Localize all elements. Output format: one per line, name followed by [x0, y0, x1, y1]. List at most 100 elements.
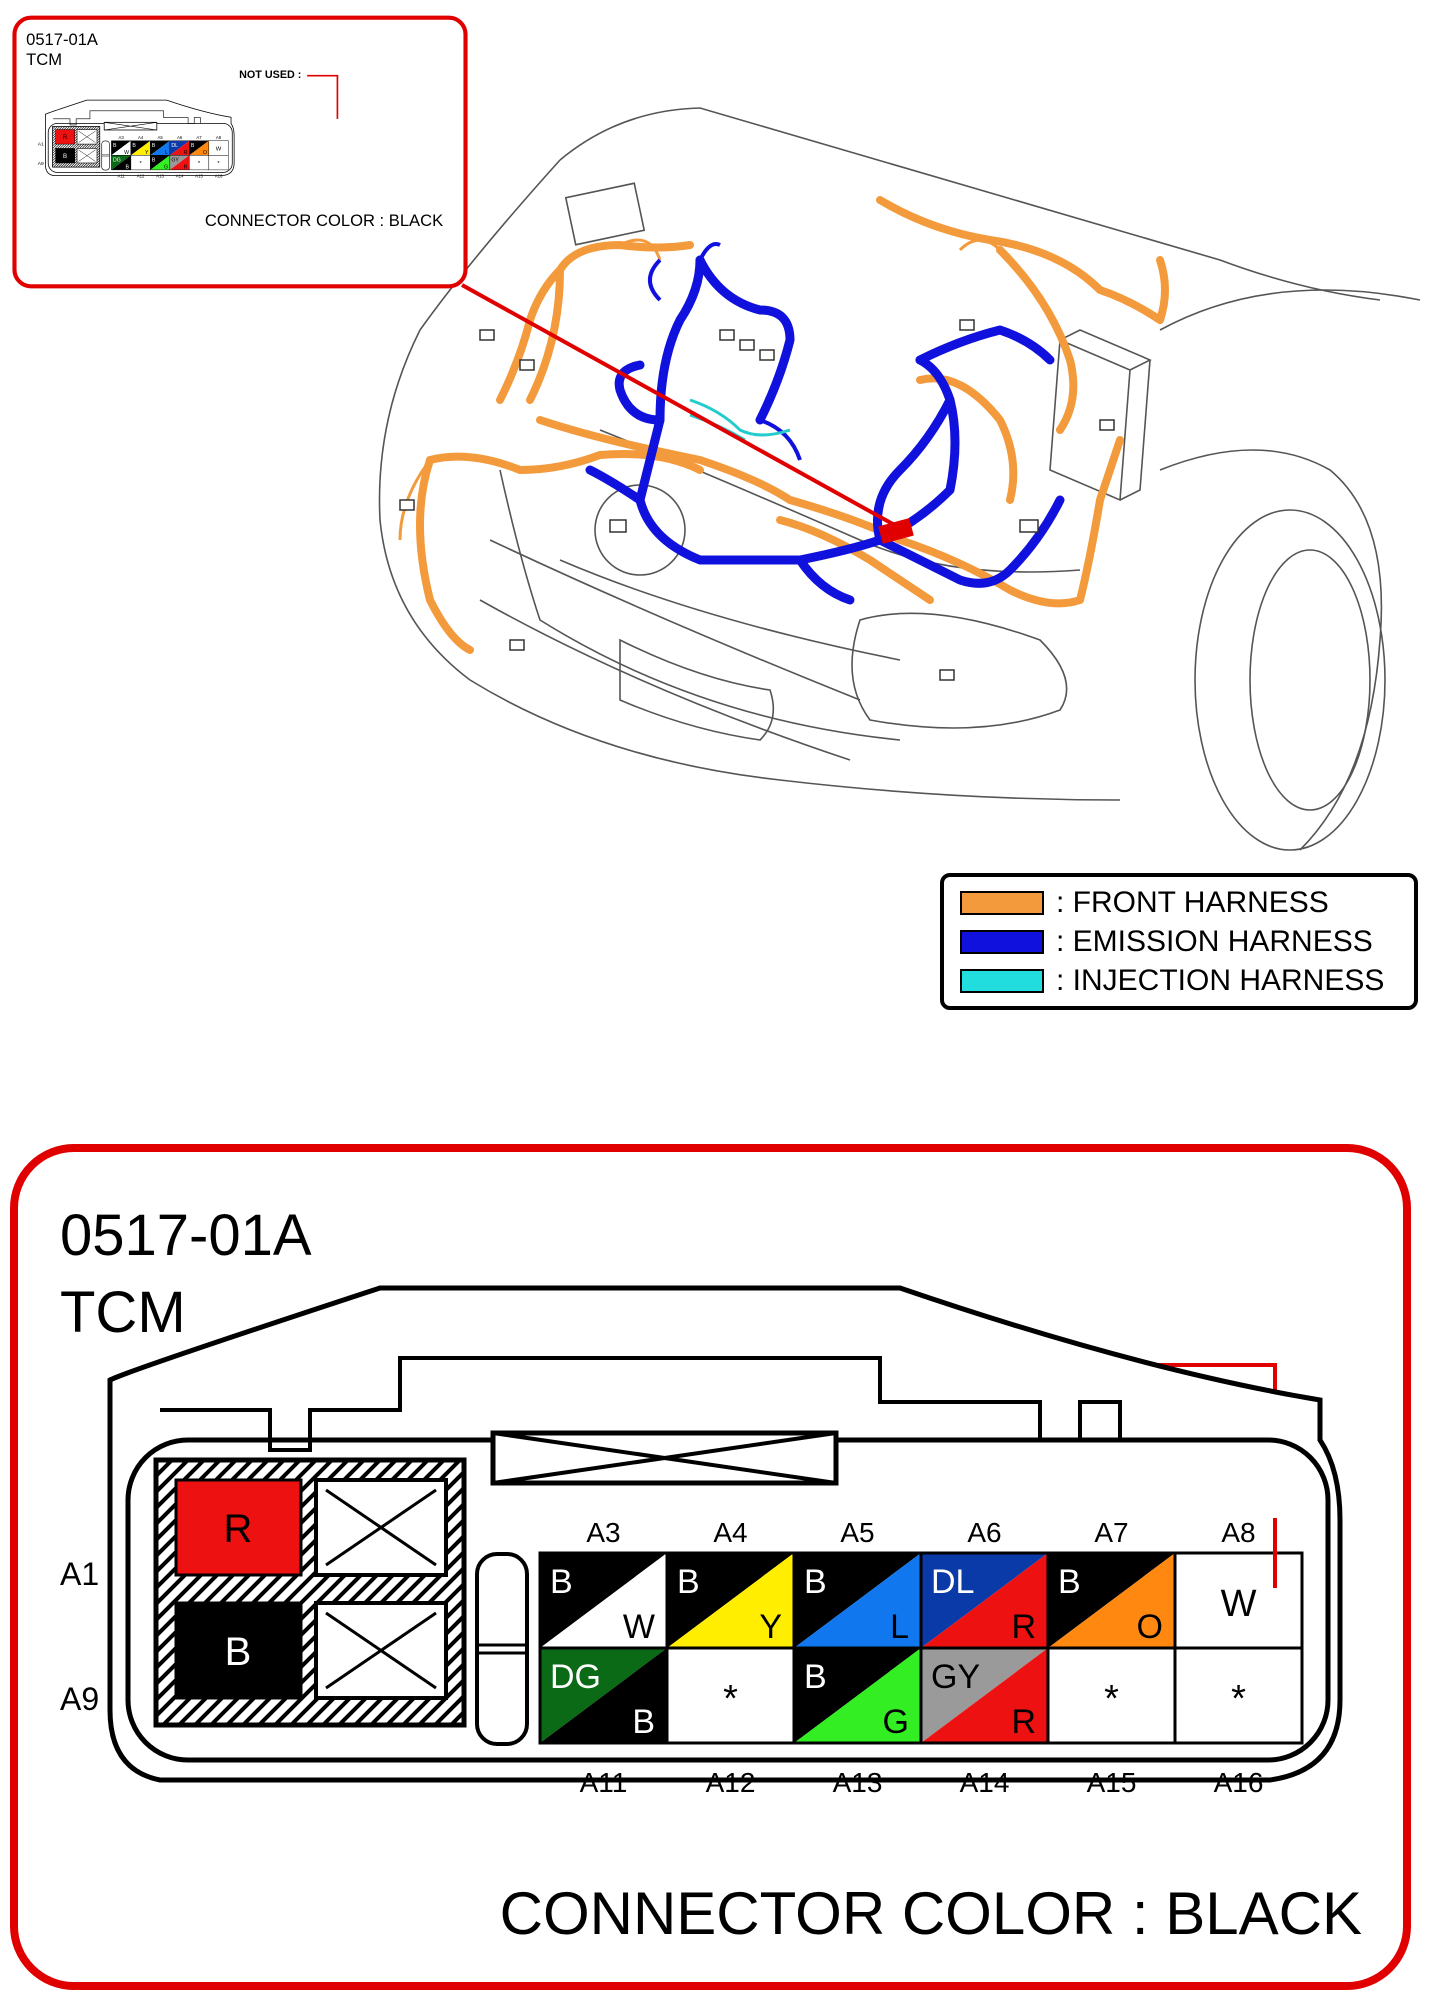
pin-stripe-label: G	[883, 1703, 909, 1741]
legend-label: : EMISSION HARNESS	[1056, 925, 1373, 958]
pin-stripe-label: R	[184, 164, 188, 170]
pin-cell-a12: *	[665, 1646, 796, 1745]
pin-stripe-label: R	[1011, 1703, 1036, 1741]
pin-stripe-color	[150, 140, 170, 156]
pin-number: A7	[196, 135, 202, 140]
big-cell-label: R	[63, 134, 68, 141]
pin-stripe-label: L	[890, 1608, 909, 1646]
connector-latch-cross	[104, 122, 157, 131]
legend-item-injection-harness: : INJECTION HARNESS	[960, 964, 1384, 998]
pin-cell-label: *	[217, 161, 220, 167]
front-harness-swatch	[960, 891, 1044, 915]
pin-cell-a3: BW	[111, 140, 132, 156]
pin-cell-a15: *	[1046, 1646, 1177, 1745]
pin-base-color	[169, 155, 190, 170]
pin-cell-a3: BW	[538, 1551, 669, 1650]
pin-stripe-label: G	[164, 164, 168, 170]
pin-number: A8	[216, 135, 222, 140]
pin-number: A4	[713, 1517, 747, 1548]
pin-base-label: B	[1058, 1563, 1081, 1601]
pin-base-label: B	[152, 157, 156, 163]
pin-stripe-color	[921, 1553, 1048, 1648]
connector-code: 0517-01A	[60, 1203, 312, 1268]
pin-base-label: DG	[550, 1658, 601, 1696]
pin-stripe-label: R	[184, 150, 188, 156]
pin-stripe-color	[794, 1553, 921, 1648]
pin-base-label: B	[113, 143, 117, 149]
pin-stripe-color	[921, 1648, 1048, 1743]
pin-stripe-color	[111, 155, 131, 170]
pin-stripe-label: L	[165, 150, 168, 156]
pin-cell-label: *	[198, 161, 201, 167]
pin-stripe-color	[794, 1648, 921, 1743]
connector-key-outline	[160, 1356, 1122, 1452]
engine-bay-illustration	[378, 107, 1421, 851]
pin-base-label: B	[804, 1658, 827, 1696]
pin-cell-label: *	[723, 1678, 738, 1720]
small-not-used-label: NOT USED :	[239, 69, 301, 81]
pin-stripe-color	[169, 155, 190, 170]
legend-label: : INJECTION HARNESS	[1056, 964, 1385, 997]
pin-base-label: DL	[171, 143, 178, 149]
pin-cell-a14: GY R	[169, 155, 190, 170]
big-cell-label: R	[224, 1507, 253, 1551]
emission-harness-swatch	[960, 930, 1044, 954]
pin-stripe-color	[111, 140, 131, 156]
pin-cell-a12: *	[130, 155, 151, 171]
pin-number: A13	[156, 173, 164, 178]
pin-cell-a11: DG B	[111, 155, 132, 170]
pin-cell-a16: *	[208, 155, 229, 171]
pin-base-label: DG	[113, 157, 121, 163]
pin-stripe-label: W	[124, 150, 129, 156]
empty-cavity-cross	[78, 149, 96, 162]
pin-base-label: GY	[171, 157, 179, 163]
pin-base-label: B	[191, 143, 195, 149]
pin-number: A15	[195, 173, 203, 178]
legend-item-front-harness: : FRONT HARNESS	[960, 886, 1329, 920]
pin-number: A16	[1214, 1767, 1264, 1798]
pin-stripe-label: R	[1011, 1608, 1036, 1646]
pin-number: A6	[177, 135, 183, 140]
pin-stripe-label: B	[632, 1703, 655, 1741]
connector-color-label: CONNECTOR COLOR : BLACK	[500, 1880, 1362, 1947]
pin-number: A12	[706, 1767, 756, 1798]
pin-number: A12	[137, 173, 145, 178]
pin-cell-a7: BO	[1046, 1551, 1177, 1650]
pin-cell-label: W	[216, 146, 222, 152]
pin-base-color	[169, 140, 190, 156]
pin-cell-a5: BL	[792, 1551, 923, 1650]
pin-cell-a13: BG	[150, 155, 171, 170]
separator-lines	[477, 1643, 527, 1655]
pin-number: A13	[833, 1767, 883, 1798]
connector-separator	[101, 140, 110, 171]
pin-number: A16	[215, 173, 223, 178]
connector-separator	[475, 1552, 529, 1746]
pin-cell-a16: *	[1173, 1646, 1304, 1745]
pin-number: A7	[1094, 1517, 1128, 1548]
pin-number: A14	[176, 173, 184, 178]
pin-cell-label: *	[139, 161, 142, 167]
empty-cavity-cross	[325, 1611, 437, 1690]
empty-cavity-cross	[78, 130, 96, 143]
pin-base-label: B	[677, 1563, 700, 1601]
pin-stripe-color	[540, 1648, 667, 1743]
connector-callout-small: 0517-01A TCM NOT USED : RBA1A9BWBYBLDLRB…	[12, 15, 468, 289]
pin-stripe-color	[150, 155, 170, 170]
row-label-a9: A9	[38, 161, 44, 167]
pin-base-label: GY	[931, 1658, 980, 1696]
pin-cell-a6: DL R	[169, 140, 190, 156]
pin-stripe-label: B	[126, 164, 130, 170]
pin-number: A11	[117, 173, 125, 178]
pin-base-label: DL	[931, 1563, 974, 1601]
connector-name: TCM	[60, 1280, 186, 1345]
pin-number: A11	[580, 1767, 628, 1798]
pin-cell-a13: BG	[792, 1646, 923, 1745]
pin-stripe-label: O	[203, 150, 207, 156]
big-cell-a1	[55, 129, 75, 145]
pin-cell-a4: BY	[665, 1551, 796, 1650]
connector-latch-cross	[492, 1431, 837, 1485]
pin-number: A6	[967, 1517, 1001, 1548]
pin-stripe-label: W	[623, 1608, 655, 1646]
pin-cell-a14: GY R	[919, 1646, 1050, 1745]
big-cell-a1	[174, 1478, 303, 1577]
